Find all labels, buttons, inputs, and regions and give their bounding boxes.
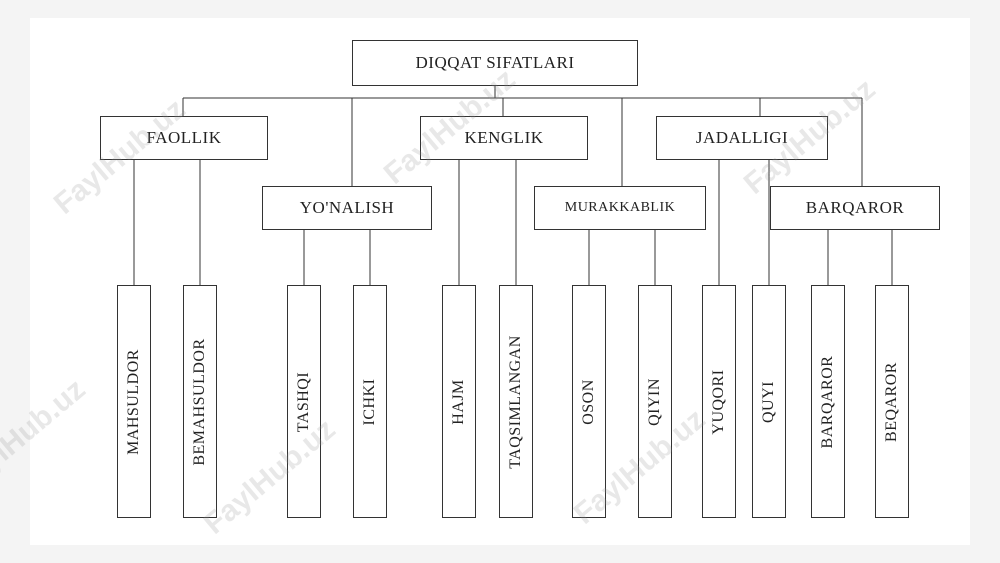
group-node-label: BARQAROR (805, 198, 905, 217)
leaf-node-label: TAQSIMLANGAN (507, 334, 524, 469)
leaf-node-label: BARQAROR (819, 355, 836, 448)
leaf-node: YUQORI (702, 285, 736, 518)
leaf-node: BEQAROR (875, 285, 909, 518)
leaf-node-label: OSON (580, 378, 597, 425)
leaf-node-label: HAJM (450, 378, 467, 425)
leaf-node-label: QUYI (760, 380, 777, 423)
leaf-node: ICHKI (353, 285, 387, 518)
leaf-node: TAQSIMLANGAN (499, 285, 533, 518)
leaf-node-label: BEQAROR (883, 361, 900, 442)
root-node-label: DIQQAT SIFATLARI (415, 53, 575, 72)
group-node-murakkablik: MURAKKABLIK (534, 186, 706, 230)
leaf-node-label: TASHQI (295, 371, 312, 432)
group-node-jadalligi: JADALLIGI (656, 116, 828, 160)
group-node-label: YO'NALISH (299, 198, 395, 217)
leaf-node: QIYIN (638, 285, 672, 518)
root-node: DIQQAT SIFATLARI (352, 40, 638, 86)
group-node-kenglik: KENGLIK (420, 116, 588, 160)
leaf-node: OSON (572, 285, 606, 518)
group-node-label: MURAKKABLIK (564, 200, 676, 215)
group-node-label: KENGLIK (464, 128, 544, 147)
group-node-barqaror: BARQAROR (770, 186, 940, 230)
group-node-yonalish: YO'NALISH (262, 186, 432, 230)
leaf-node-label: BEMAHSULDOR (191, 337, 208, 466)
leaf-node-label: MAHSULDOR (125, 348, 142, 455)
leaf-node-label: QIYIN (646, 377, 663, 426)
leaf-node: QUYI (752, 285, 786, 518)
leaf-node-label: YUQORI (710, 368, 727, 435)
leaf-node: MAHSULDOR (117, 285, 151, 518)
leaf-node: BEMAHSULDOR (183, 285, 217, 518)
group-node-faollik: FAOLLIK (100, 116, 268, 160)
group-node-label: FAOLLIK (146, 128, 222, 147)
leaf-node: TASHQI (287, 285, 321, 518)
leaf-node: HAJM (442, 285, 476, 518)
leaf-node-label: ICHKI (361, 378, 378, 425)
leaf-node: BARQAROR (811, 285, 845, 518)
group-node-label: JADALLIGI (695, 128, 789, 147)
